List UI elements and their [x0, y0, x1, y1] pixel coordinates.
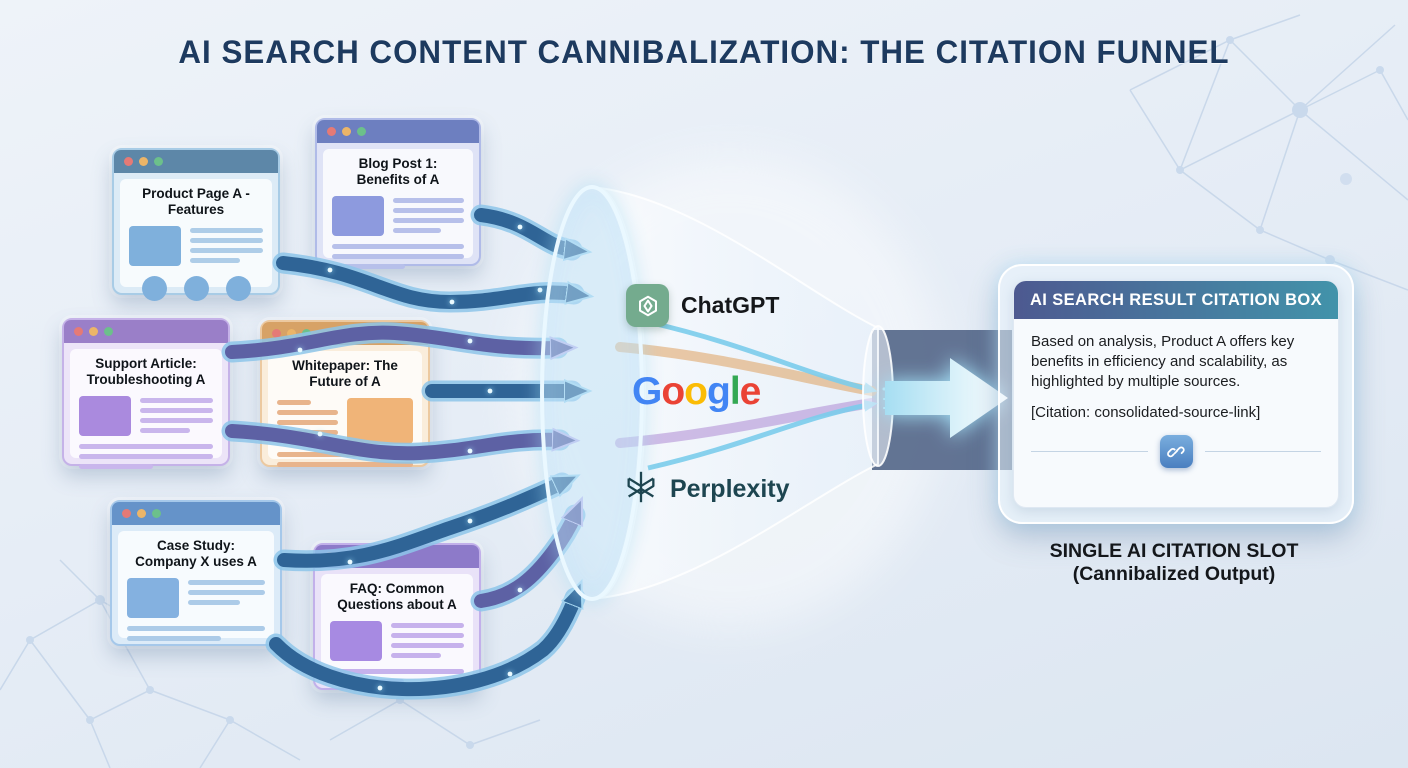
window-dot-yellow-icon — [342, 127, 351, 136]
output-caption: SINGLE AI CITATION SLOT (Cannibalized Ou… — [988, 540, 1360, 587]
window-titlebar — [112, 502, 280, 525]
card-title: Support Article: Troubleshooting A — [86, 356, 206, 387]
text-placeholder — [127, 625, 265, 641]
window-dot-green-icon — [152, 509, 161, 518]
google-letter: g — [707, 370, 731, 413]
perplexity-label: Perplexity — [670, 475, 790, 503]
stream-cyan-bottom — [647, 399, 878, 471]
text-placeholder — [330, 668, 464, 684]
text-placeholder — [277, 451, 413, 467]
source-card-support-article: Support Article: Troubleshooting A — [62, 318, 230, 469]
text-placeholder — [188, 578, 265, 605]
card-title: Whitepaper: The Future of A — [292, 358, 398, 389]
engine-google: G o o g l e — [632, 370, 762, 414]
citation-box-glass: AI SEARCH RESULT CITATION BOX Based on a… — [998, 264, 1354, 524]
link-icon[interactable] — [1159, 435, 1193, 469]
funnel-mouth — [540, 185, 644, 601]
window-dot-green-icon — [302, 329, 311, 338]
google-letter: e — [739, 370, 762, 413]
text-placeholder — [391, 621, 464, 658]
thumbnail-placeholder — [347, 397, 413, 444]
source-card-blog-post: Blog Post 1: Benefits of A — [315, 118, 481, 269]
window-titlebar — [315, 545, 479, 568]
engine-chatgpt: ChatGPT — [626, 284, 779, 327]
output-arrow — [885, 358, 1008, 438]
card-content: FAQ: Common Questions about A — [321, 574, 473, 684]
card-content: Support Article: Troubleshooting A — [70, 349, 222, 469]
source-card-faq: FAQ: Common Questions about A — [313, 543, 481, 690]
card-title: FAQ: Common Questions about A — [337, 581, 457, 612]
card-title: Case Study: Company X uses A — [135, 538, 257, 569]
perplexity-icon — [622, 468, 660, 511]
window-titlebar — [317, 120, 479, 143]
google-letter: l — [729, 370, 741, 413]
google-logo: G o o g l e — [632, 370, 762, 414]
card-title: Blog Post 1: Benefits of A — [356, 156, 440, 187]
text-placeholder — [140, 396, 213, 433]
output-caption-line2: (Cannibalized Output) — [1072, 563, 1276, 586]
output-band — [872, 330, 1012, 470]
card-title: Product Page A - Features — [142, 186, 250, 217]
window-dot-yellow-icon — [137, 509, 146, 518]
thumbnail-placeholder — [129, 225, 181, 266]
window-dot-red-icon — [272, 329, 281, 338]
window-titlebar — [114, 150, 278, 173]
source-card-whitepaper: Whitepaper: The Future of A — [260, 320, 430, 467]
window-dot-green-icon — [104, 327, 113, 336]
google-letter: o — [684, 370, 708, 413]
window-dot-red-icon — [325, 552, 334, 561]
window-dot-yellow-icon — [89, 327, 98, 336]
window-titlebar — [64, 320, 228, 343]
funnel-neck — [862, 325, 894, 467]
page-title: AI SEARCH CONTENT CANNIBALIZATION: THE C… — [178, 34, 1230, 70]
window-dot-green-icon — [355, 552, 364, 561]
source-card-product-page: Product Page A - Features — [112, 148, 280, 301]
text-placeholder — [332, 243, 464, 269]
thumbnail-placeholder — [332, 195, 384, 236]
output-caption-line1: SINGLE AI CITATION SLOT — [1049, 540, 1299, 562]
window-dot-green-icon — [154, 157, 163, 166]
citation-summary: Based on analysis, Product A offers key … — [1031, 333, 1295, 390]
chatgpt-icon — [626, 284, 669, 327]
chatgpt-label: ChatGPT — [681, 292, 780, 318]
text-placeholder — [393, 196, 464, 233]
citation-link-text: [Citation: consolidated-source-link] — [1031, 404, 1261, 422]
card-content: Case Study: Company X uses A — [118, 531, 274, 641]
window-dot-red-icon — [327, 127, 336, 136]
google-letter: G — [632, 370, 662, 413]
card-content: Product Page A - Features — [120, 179, 272, 301]
window-dot-red-icon — [122, 509, 131, 518]
citation-box-header: AI SEARCH RESULT CITATION BOX — [1014, 281, 1338, 319]
source-card-case-study: Case Study: Company X uses A — [110, 500, 282, 646]
text-placeholder — [190, 226, 263, 263]
window-dot-yellow-icon — [340, 552, 349, 561]
window-dot-green-icon — [357, 127, 366, 136]
thumbnail-placeholder — [79, 395, 131, 436]
window-dot-red-icon — [124, 157, 133, 166]
text-placeholder — [79, 443, 213, 469]
window-dot-yellow-icon — [139, 157, 148, 166]
window-dot-red-icon — [74, 327, 83, 336]
citation-divider — [1031, 435, 1321, 469]
card-content: Whitepaper: The Future of A — [268, 351, 422, 467]
citation-box: AI SEARCH RESULT CITATION BOX Based on a… — [1013, 280, 1339, 508]
window-dot-yellow-icon — [287, 329, 296, 338]
avatar-placeholders — [129, 275, 263, 301]
window-titlebar — [262, 322, 428, 345]
google-letter: o — [661, 370, 685, 413]
engine-perplexity: Perplexity — [622, 468, 790, 511]
thumbnail-placeholder — [127, 577, 179, 618]
text-placeholder — [277, 398, 338, 435]
card-content: Blog Post 1: Benefits of A — [323, 149, 473, 269]
thumbnail-placeholder — [330, 620, 382, 661]
